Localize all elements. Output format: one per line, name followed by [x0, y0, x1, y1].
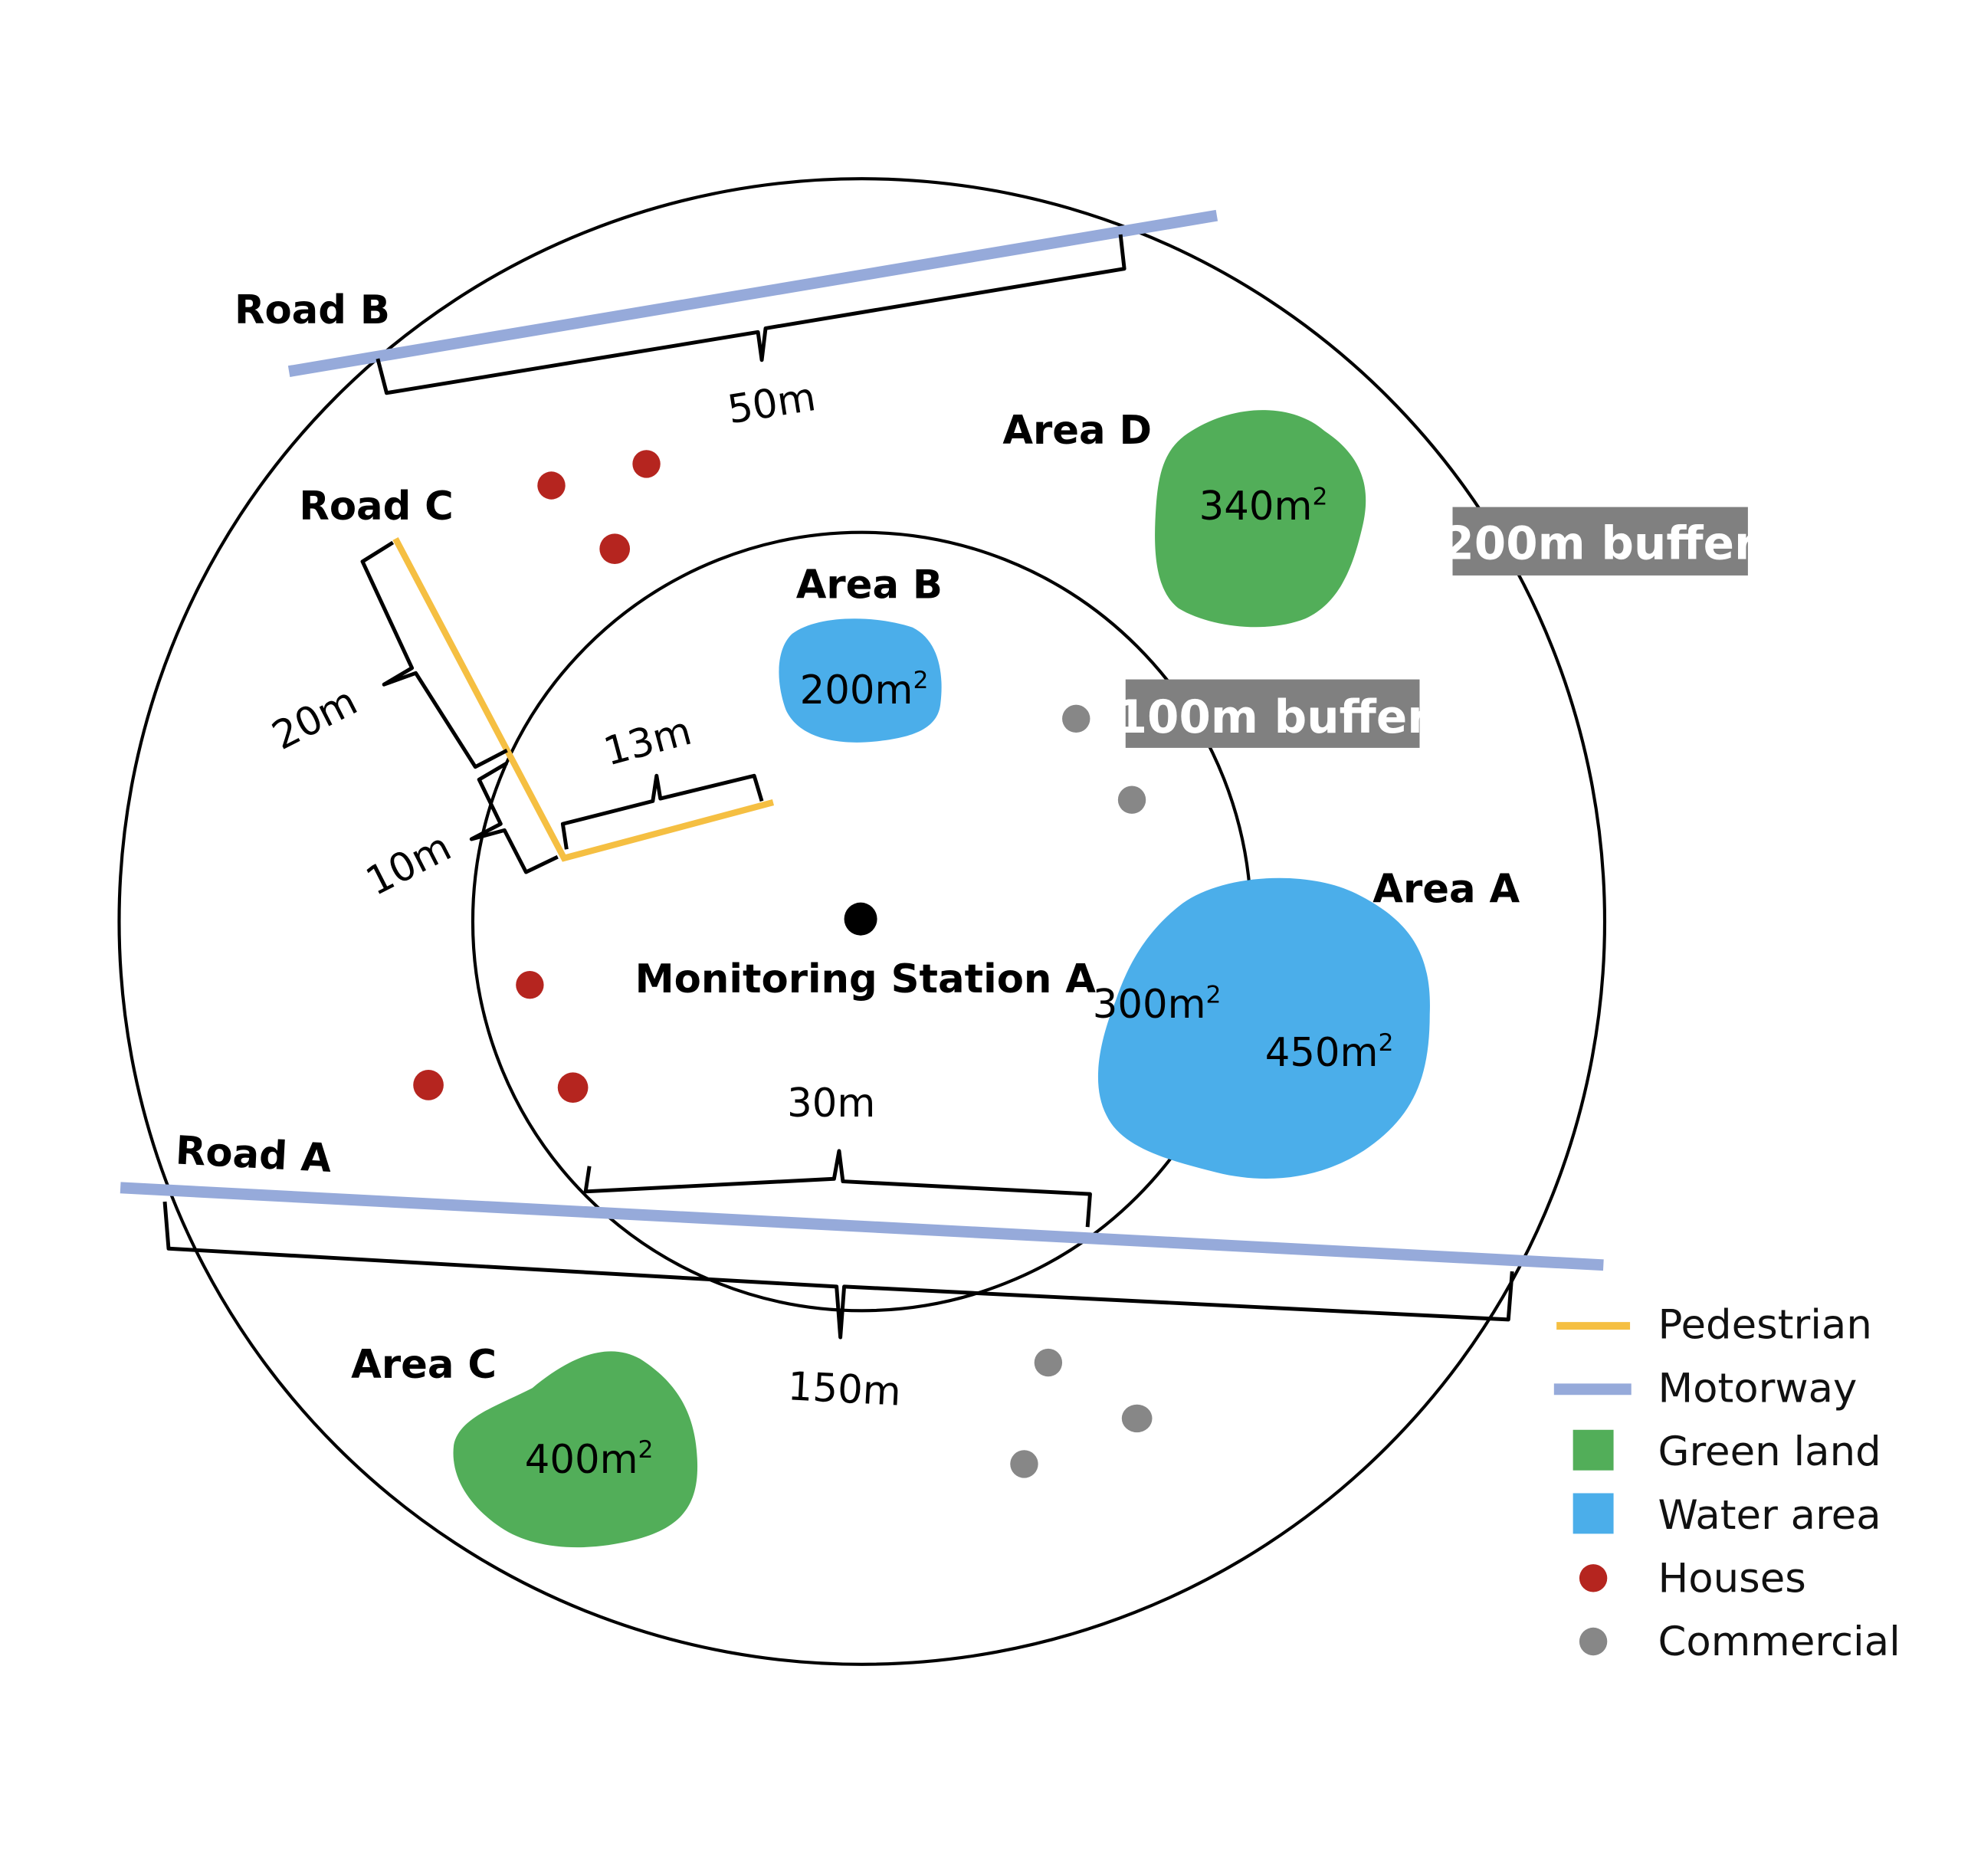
legend-houses-label: Houses: [1658, 1555, 1805, 1602]
monitoring-station-dot: [844, 902, 877, 936]
commercial-dot: [1062, 704, 1090, 733]
road-c-inner-brace: [469, 761, 559, 874]
commercial-dot: [1010, 1450, 1038, 1478]
area-a-inner-value: 300m2: [1093, 981, 1222, 1028]
commercial-dot: [1034, 1348, 1063, 1377]
legend-commercial-label: Commercial: [1658, 1619, 1900, 1665]
legend: Pedestrian Motorway Green land Water are…: [1553, 1302, 1900, 1665]
road-b-label: Road B: [234, 287, 390, 333]
inner-buffer-label: 100m buffer: [1116, 691, 1431, 744]
house-dot: [516, 971, 544, 999]
area-a-shape: [1097, 877, 1430, 1179]
area-c-shape: [453, 1351, 698, 1548]
legend-pedestrian-label: Pedestrian: [1658, 1302, 1871, 1349]
outer-buffer-label: 200m buffer: [1442, 517, 1757, 570]
road-a-outer-brace: [162, 1201, 1514, 1340]
road-a-inner-label: 30m: [787, 1081, 875, 1127]
area-a-name: Area A: [1372, 867, 1520, 913]
area-c-name: Area C: [351, 1342, 497, 1388]
area-c-value: 400m2: [525, 1436, 654, 1483]
road-a-inner-brace: [583, 1149, 1092, 1228]
road-c-outer-brace: [360, 540, 508, 769]
pedestrian-branch-brace: [560, 773, 764, 850]
area-d-value: 340m2: [1199, 483, 1328, 530]
road-b-length-label: 50m: [724, 374, 818, 433]
legend-water-area-label: Water area: [1658, 1492, 1881, 1539]
legend-water-area-symbol: [1573, 1493, 1614, 1534]
pedestrian-branch-label: 13m: [599, 708, 697, 776]
road-c-label: Road C: [299, 484, 453, 530]
house-dot: [537, 471, 566, 500]
legend-houses-symbol: [1579, 1564, 1608, 1592]
legend-green-land-symbol: [1573, 1429, 1614, 1471]
house-dot: [557, 1072, 589, 1104]
legend-commercial-symbol: [1579, 1627, 1608, 1656]
legend-motorway-label: Motorway: [1658, 1365, 1857, 1412]
commercial-dot: [1117, 785, 1146, 814]
area-d-name: Area D: [1002, 408, 1152, 454]
area-a-outer-value: 450m2: [1265, 1029, 1394, 1076]
area-d-shape: [1155, 410, 1366, 628]
area-b-shape: [779, 618, 942, 743]
commercial-dot: [1121, 1404, 1153, 1433]
outer-buffer-circle: [117, 177, 1607, 1666]
monitoring-station-label: Monitoring Station A: [635, 956, 1097, 1002]
house-dot: [599, 533, 631, 565]
road-c-outer-label: 20m: [265, 678, 365, 759]
road-c-inner-label: 10m: [359, 824, 458, 905]
outer-buffer-label-bg: [1452, 507, 1748, 576]
area-b-name: Area B: [796, 562, 943, 608]
road-b-brace: [376, 234, 1127, 395]
house-dot: [632, 450, 661, 478]
area-b-value: 200m2: [800, 667, 929, 713]
house-dot: [413, 1070, 444, 1100]
road-a-label: Road A: [175, 1127, 333, 1182]
road-a-outer-label: 150m: [786, 1363, 902, 1415]
road-b-line: [287, 209, 1218, 377]
legend-green-land-label: Green land: [1658, 1428, 1881, 1475]
road-a-line: [120, 1182, 1604, 1271]
road-c-pedestrian-line: [392, 537, 775, 862]
inner-buffer-label-bg: [1125, 679, 1420, 748]
